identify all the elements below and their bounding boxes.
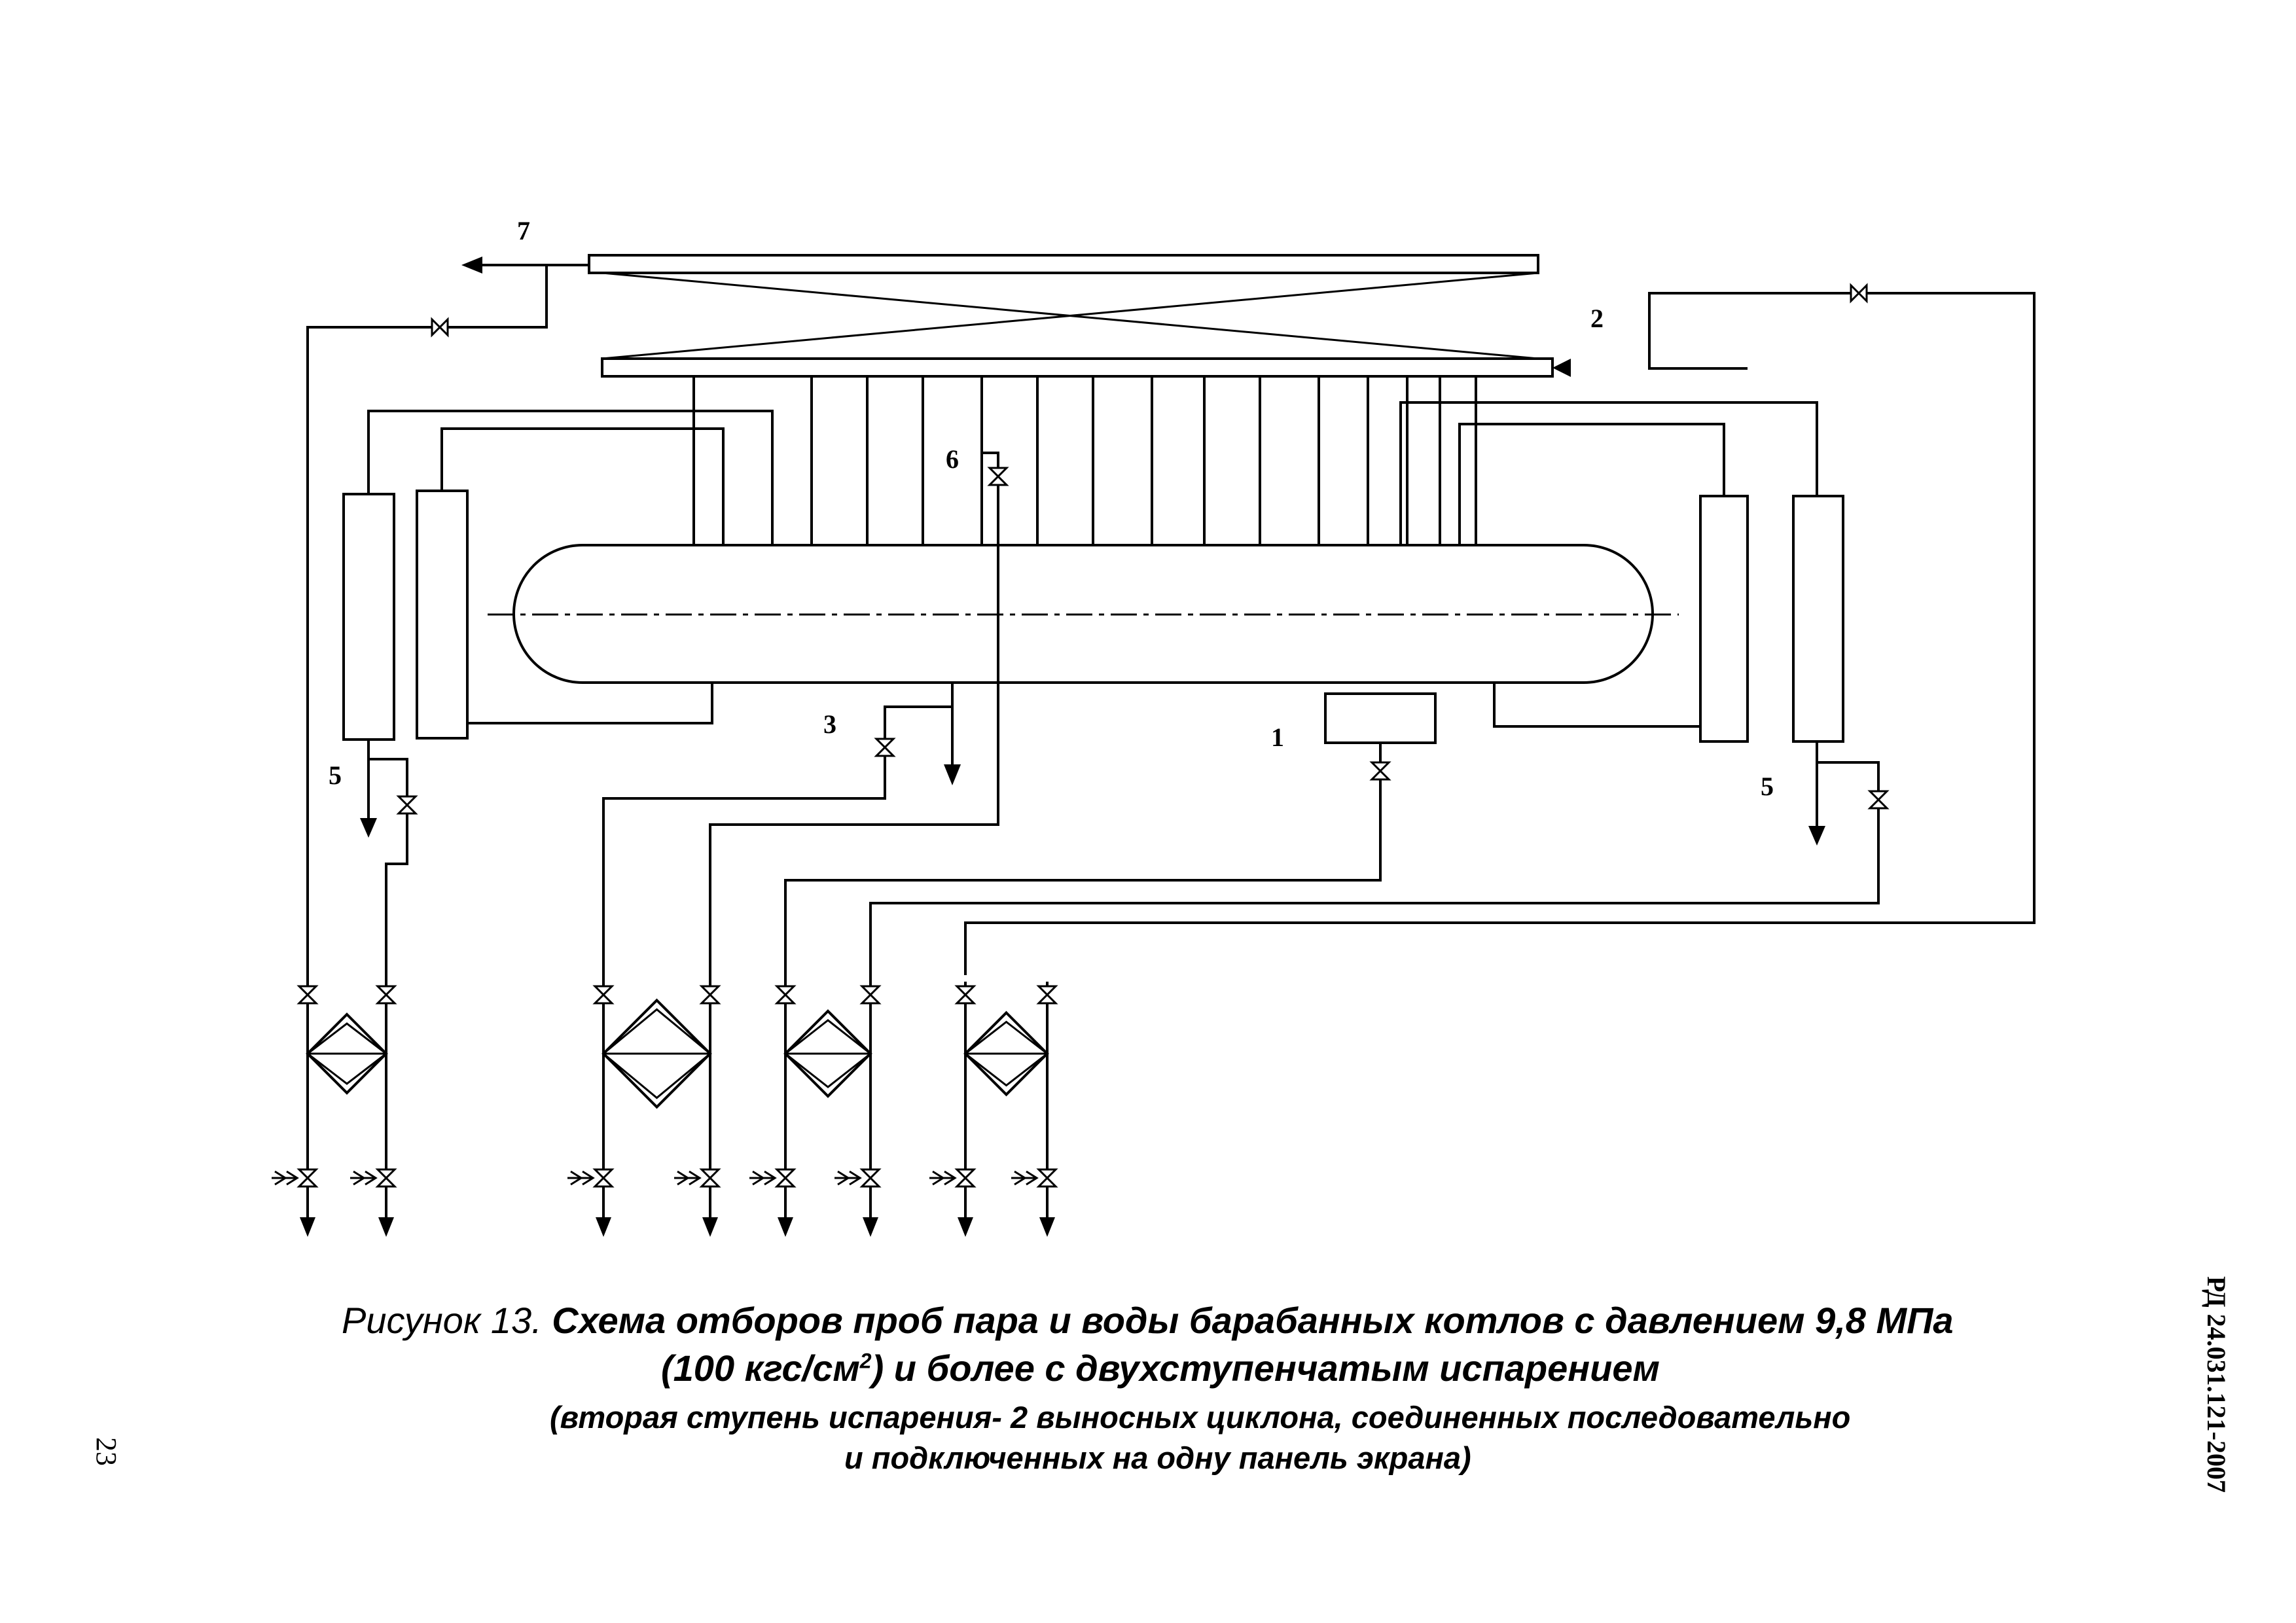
- label-6: 6: [946, 444, 959, 474]
- riser-tubes: [692, 376, 1477, 545]
- drain-arrow-icon: [958, 1217, 973, 1237]
- valve-icon: [375, 1168, 397, 1188]
- valve-icon: [592, 1168, 615, 1188]
- steam-outlet-7: [306, 257, 589, 982]
- coil-line: [785, 1052, 871, 1088]
- inlet-arrow-icon: [837, 1170, 850, 1186]
- figure-caption-line4: и подключенных на одну панель экрана): [844, 1440, 1471, 1475]
- label-7: 7: [517, 216, 530, 245]
- inlet-arrow-icon: [1026, 1170, 1039, 1186]
- sample-cooler-unit: [929, 982, 1058, 1237]
- coil-line: [965, 1020, 1048, 1055]
- cyclone-right-2: [1792, 495, 1844, 743]
- valve-icon: [431, 317, 449, 338]
- caption-line2-b: ) и более с двухступенчатым испарением: [871, 1347, 1660, 1389]
- line-5-right: [869, 741, 1880, 982]
- line-1: [784, 776, 1382, 982]
- inlet-arrow-icon: [752, 1170, 765, 1186]
- label-3: 3: [823, 709, 836, 739]
- feedwater-line-2: [964, 292, 2036, 975]
- line-6: [709, 452, 999, 982]
- valve-icon: [859, 1168, 882, 1188]
- cyclone-right-1: [1699, 495, 1749, 743]
- valve-icon: [396, 795, 418, 815]
- inlet-arrow-icon: [570, 1170, 583, 1186]
- caption-line2-a: (100 кгс/см: [661, 1347, 860, 1389]
- line-5-left: [360, 740, 408, 982]
- valves: [396, 283, 1890, 815]
- valve-icon: [592, 985, 615, 1005]
- valve-icon: [954, 1168, 977, 1188]
- valve-icon: [1850, 283, 1868, 304]
- valve-icon: [874, 738, 896, 757]
- figure-caption-line2: (100 кгс/см2) и более с двухступенчатым …: [661, 1347, 1660, 1389]
- valve-icon: [774, 1168, 797, 1188]
- remote-cyclones-right: [1399, 401, 1844, 743]
- caption-line2-sup: 2: [859, 1349, 872, 1373]
- coil-line: [307, 1052, 387, 1085]
- cyclone-left-1: [342, 493, 395, 741]
- valve-icon: [774, 985, 797, 1005]
- valve-icon: [699, 985, 721, 1005]
- valve-icon: [699, 1168, 721, 1188]
- inlet-arrow-icon: [677, 1170, 690, 1186]
- figure-caption-line1: Рисунок 13. Схема отборов проб пара и во…: [342, 1299, 1954, 1342]
- valve-icon: [296, 1168, 319, 1188]
- valve-icon: [375, 985, 397, 1005]
- drain-arrow-icon: [778, 1217, 793, 1237]
- valve-icon: [1036, 985, 1058, 1005]
- valve-icon: [296, 985, 319, 1005]
- inlet-arrow-icon: [286, 1170, 299, 1186]
- inlet-arrow-icon: [944, 1170, 957, 1186]
- inlet-arrow-icon: [932, 1170, 945, 1186]
- inlet-arrow-icon: [689, 1170, 702, 1186]
- drain-arrow-icon: [863, 1217, 878, 1237]
- coil-line: [603, 1052, 711, 1099]
- figure-number: Рисунок 13.: [342, 1300, 542, 1341]
- coil-line: [307, 1022, 387, 1055]
- valve-icon: [859, 985, 882, 1005]
- superheater-header: [588, 254, 1554, 378]
- inlet-arrow-icon: [764, 1170, 777, 1186]
- drain-arrow-icon: [378, 1217, 394, 1237]
- coil-line: [603, 1008, 711, 1055]
- sample-cooler-unit: [272, 982, 397, 1237]
- valve-icon: [987, 467, 1009, 486]
- boiler-drum: [488, 544, 1679, 684]
- coil-line: [785, 1019, 871, 1055]
- sample-coolers: [272, 982, 1058, 1237]
- label-5-right: 5: [1761, 772, 1774, 801]
- sample-cooler-unit: [749, 982, 882, 1237]
- valve-icon: [1036, 1168, 1058, 1188]
- inlet-arrow-icon: [1014, 1170, 1027, 1186]
- label-1: 1: [1271, 722, 1284, 752]
- label-2: 2: [1590, 304, 1604, 333]
- line-3: [602, 683, 961, 982]
- coil-line: [965, 1052, 1048, 1087]
- sample-cooler-unit: [567, 982, 721, 1237]
- inlet-arrow-icon: [582, 1170, 595, 1186]
- figure-caption-line3: (вторая ступень испарения- 2 выносных ци…: [550, 1400, 1851, 1435]
- drain-arrow-icon: [596, 1217, 611, 1237]
- label-5-left: 5: [329, 760, 342, 790]
- sampling-box-1: [1324, 692, 1437, 766]
- cyclone-left-2: [416, 490, 469, 740]
- drain-arrow-icon: [702, 1217, 718, 1237]
- inlet-arrow-icon: [849, 1170, 862, 1186]
- valve-icon: [1369, 761, 1391, 781]
- drain-arrow-icon: [300, 1217, 315, 1237]
- valve-icon: [1867, 790, 1890, 810]
- drain-arrow-icon: [1039, 1217, 1055, 1237]
- document-id: РД 24.031.121-2007: [2202, 1276, 2231, 1493]
- inlet-arrow-icon: [353, 1170, 366, 1186]
- figure-title: Схема отборов проб пара и воды барабанны…: [541, 1300, 1954, 1341]
- page-number: 23: [90, 1437, 122, 1466]
- valve-icon: [954, 985, 977, 1005]
- inlet-arrow-icon: [365, 1170, 378, 1186]
- inlet-arrow-icon: [274, 1170, 287, 1186]
